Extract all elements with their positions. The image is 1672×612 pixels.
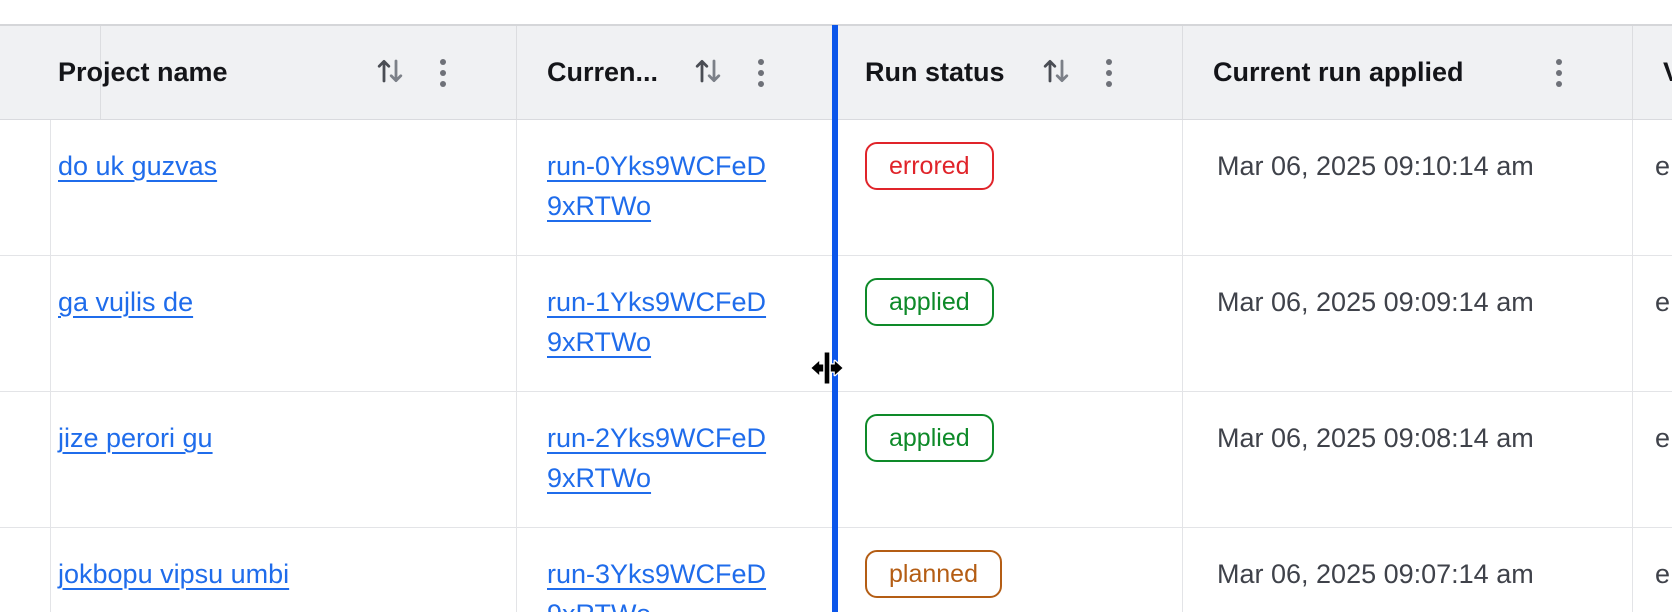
run-cell: run-0Yks9WCFeD9xRTWo bbox=[517, 120, 835, 255]
next-column-cell: e bbox=[1655, 287, 1671, 317]
run-link[interactable]: run-3Yks9WCFeD9xRTWo bbox=[547, 559, 767, 612]
column-header-next[interactable]: V bbox=[1633, 26, 1672, 119]
row-spacer-cell bbox=[0, 256, 51, 391]
applied-timestamp: Mar 06, 2025 09:09:14 am bbox=[1183, 256, 1633, 391]
column-menu-button[interactable] bbox=[1106, 58, 1112, 87]
run-status-cell: planned bbox=[835, 528, 1183, 612]
project-link[interactable]: jize perori gu bbox=[58, 423, 213, 453]
project-link[interactable]: ga vujlis de bbox=[58, 287, 194, 317]
column-header-project-name[interactable]: Project name bbox=[28, 26, 517, 119]
column-header-label: Run status bbox=[865, 57, 1005, 87]
next-column-cell: e bbox=[1655, 423, 1671, 453]
kebab-menu-icon bbox=[758, 58, 764, 87]
column-header-run-status[interactable]: Run status bbox=[835, 26, 1183, 119]
project-cell: ga vujlis de bbox=[28, 256, 517, 391]
run-cell: run-1Yks9WCFeD9xRTWo bbox=[517, 256, 835, 391]
header-cell-spacer bbox=[0, 26, 101, 119]
kebab-menu-icon bbox=[440, 58, 446, 87]
status-badge: applied bbox=[865, 278, 994, 326]
project-link[interactable]: jokbopu vipsu umbi bbox=[58, 559, 290, 589]
column-resize-handle[interactable] bbox=[832, 25, 838, 612]
run-link[interactable]: run-0Yks9WCFeD9xRTWo bbox=[547, 151, 767, 221]
next-column-cell: e bbox=[1655, 151, 1671, 181]
run-link[interactable]: run-2Yks9WCFeD9xRTWo bbox=[547, 423, 767, 493]
run-status-cell: applied bbox=[835, 256, 1183, 391]
column-header-current-run-applied[interactable]: Current run applied bbox=[1183, 26, 1633, 119]
run-status-cell: applied bbox=[835, 392, 1183, 527]
column-header-label: V bbox=[1663, 57, 1672, 88]
sort-button[interactable] bbox=[374, 55, 406, 90]
run-status-cell: errored bbox=[835, 120, 1183, 255]
sort-arrows-icon bbox=[1040, 55, 1072, 90]
row-spacer-cell bbox=[0, 528, 51, 612]
sort-arrows-icon bbox=[692, 55, 724, 90]
row-spacer-cell bbox=[0, 392, 51, 527]
project-link[interactable]: do uk guzvas bbox=[58, 151, 218, 181]
column-menu-button[interactable] bbox=[440, 58, 446, 87]
kebab-menu-icon bbox=[1556, 58, 1562, 87]
project-cell: jokbopu vipsu umbi bbox=[28, 528, 517, 612]
column-header-label: Current run applied bbox=[1213, 57, 1464, 87]
column-header-label: Project name bbox=[58, 57, 228, 87]
next-column-cell: e bbox=[1655, 559, 1671, 589]
applied-timestamp: Mar 06, 2025 09:10:14 am bbox=[1183, 120, 1633, 255]
status-badge: errored bbox=[865, 142, 994, 190]
column-menu-button[interactable] bbox=[758, 58, 764, 87]
column-header-current-run[interactable]: Curren... bbox=[517, 26, 835, 119]
run-cell: run-3Yks9WCFeD9xRTWo bbox=[517, 528, 835, 612]
run-link[interactable]: run-1Yks9WCFeD9xRTWo bbox=[547, 287, 767, 357]
run-cell: run-2Yks9WCFeD9xRTWo bbox=[517, 392, 835, 527]
kebab-menu-icon bbox=[1106, 58, 1112, 87]
column-header-label: Curren... bbox=[547, 57, 659, 87]
applied-timestamp: Mar 06, 2025 09:07:14 am bbox=[1183, 528, 1633, 612]
project-cell: jize perori gu bbox=[28, 392, 517, 527]
applied-timestamp: Mar 06, 2025 09:08:14 am bbox=[1183, 392, 1633, 527]
status-badge: planned bbox=[865, 550, 1002, 598]
project-cell: do uk guzvas bbox=[28, 120, 517, 255]
column-menu-button[interactable] bbox=[1556, 58, 1562, 87]
sort-button[interactable] bbox=[692, 55, 724, 90]
sort-arrows-icon bbox=[374, 55, 406, 90]
sort-button[interactable] bbox=[1040, 55, 1072, 90]
status-badge: applied bbox=[865, 414, 994, 462]
row-spacer-cell bbox=[0, 120, 51, 255]
